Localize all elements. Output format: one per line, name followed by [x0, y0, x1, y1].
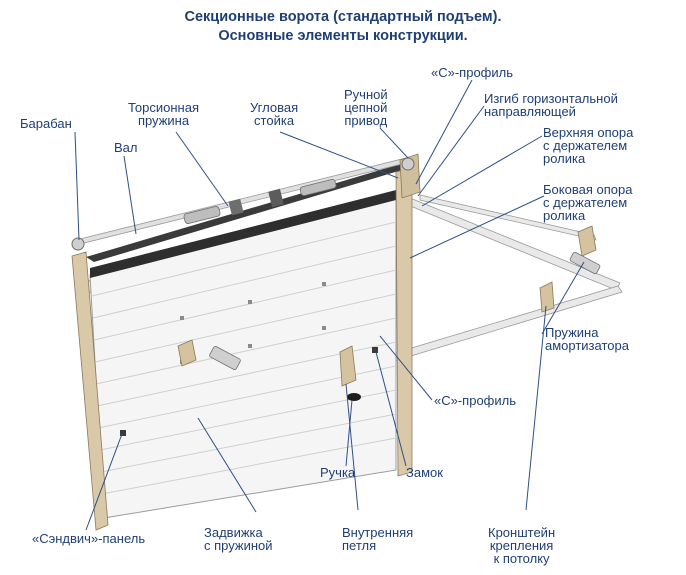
label-guide-bend-line1: Изгиб горизонтальной: [484, 91, 618, 106]
label-ceiling-bracket: Кронштейн крепления к потолку: [488, 526, 555, 565]
right-vertical-post: [395, 167, 413, 477]
left-vertical-post: [71, 251, 109, 531]
door-panel: [89, 190, 397, 519]
label-spring-latch: Задвижка с пружиной: [204, 526, 273, 552]
left-drum: [71, 237, 85, 251]
label-sandwich-panel: «Сэндвич»-панель: [32, 531, 146, 546]
label-manual-chain-drive-line1: Ручной: [344, 87, 388, 102]
leader-lines: [74, 79, 585, 531]
spring-mount: [228, 198, 244, 216]
label-ceiling-bracket-line2: крепления: [489, 538, 554, 553]
label-spring-latch-line2: с пружиной: [204, 538, 273, 553]
label-top-support-line2: с держателем: [543, 138, 628, 153]
label-shock-spring-line1: Пружина: [545, 325, 599, 340]
shock-spring-right: [569, 251, 601, 275]
door-frame: [71, 153, 421, 531]
label-ceiling-bracket-line3: к потолку: [493, 551, 550, 566]
top-support-rail: [419, 194, 597, 241]
label-torsion-spring: Торсионная пружина: [128, 101, 199, 127]
label-angle-post: Угловая стойка: [250, 101, 298, 127]
label-manual-chain-drive-line2: цепной: [344, 100, 388, 115]
spring-latch: [120, 430, 126, 436]
label-torsion-spring-line1: Торсионная: [128, 100, 200, 115]
torsion-spring-2: [299, 179, 337, 196]
label-top-support-line3: ролика: [543, 151, 586, 166]
torsion-spring: [183, 206, 221, 224]
label-angle-post-line1: Угловая: [250, 100, 299, 115]
lock: [372, 347, 378, 353]
handle: [347, 393, 361, 401]
label-lock: Замок: [406, 465, 443, 480]
label-val: Вал: [114, 140, 138, 155]
shock-spring-left: [209, 345, 241, 371]
label-handle: Ручка: [320, 465, 356, 480]
label-side-support-line1: Боковая опора: [543, 182, 633, 197]
label-side-support-line3: ролика: [543, 208, 586, 223]
label-side-support-line2: с держателем: [543, 195, 628, 210]
label-angle-post-line2: стойка: [254, 113, 295, 128]
label-spring-latch-line1: Задвижка: [204, 525, 263, 540]
label-manual-chain-drive: Ручной цепной привод: [344, 88, 388, 127]
label-top-support: Верхняя опора с держателем ролика: [543, 126, 633, 165]
label-ceiling-bracket-line1: Кронштейн: [488, 525, 556, 540]
center-bearing: [268, 188, 284, 208]
label-guide-bend: Изгиб горизонтальной направляющей: [484, 92, 618, 118]
mechanisms: [71, 157, 601, 436]
label-baraban: Барабан: [20, 116, 72, 131]
diagram-title-line2: Основные элементы конструкции.: [218, 28, 468, 44]
label-side-support: Боковая опора с держателем ролика: [543, 183, 632, 222]
label-shock-spring: Пружина амортизатора: [545, 326, 629, 352]
label-manual-chain-drive-line3: привод: [344, 113, 388, 128]
label-guide-bend-line2: направляющей: [484, 104, 576, 119]
label-shock-spring-line2: амортизатора: [545, 338, 629, 353]
diagram-title-line1: Секционные ворота (стандартный подъем).: [184, 9, 502, 25]
right-drum: [401, 157, 415, 171]
label-torsion-spring-line2: пружина: [137, 113, 190, 128]
label-c-profile-bottom: «С»-профиль: [434, 393, 516, 408]
label-c-profile-top: «С»-профиль: [431, 65, 513, 80]
label-inner-hinge-line1: Внутренняя: [342, 525, 414, 540]
label-inner-hinge: Внутренняя петля: [342, 526, 413, 552]
label-top-support-line1: Верхняя опора: [543, 125, 634, 140]
label-inner-hinge-line2: петля: [342, 538, 377, 553]
ceiling-brackets: [177, 225, 597, 387]
